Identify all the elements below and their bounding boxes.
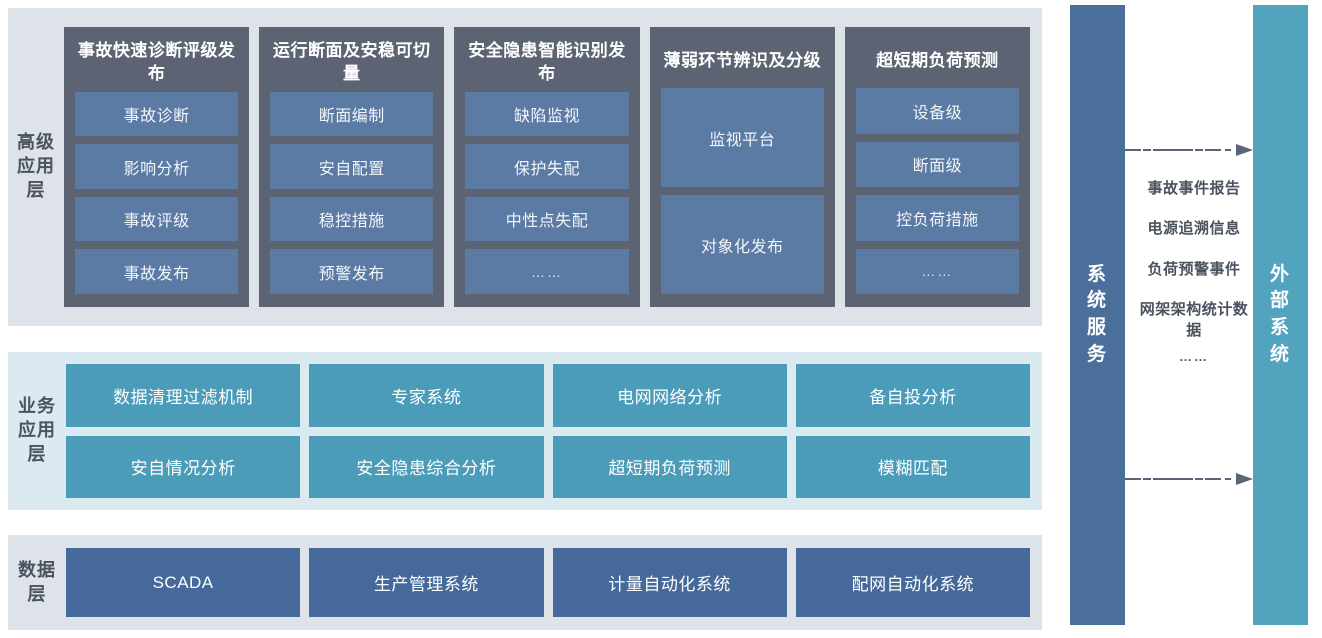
data-source-item[interactable]: 生产管理系统 [309, 548, 544, 617]
flow-label-more: …… [1179, 349, 1209, 365]
app-card-title: 运行断面及安稳可切量 [273, 41, 431, 83]
data-source-item[interactable]: 计量自动化系统 [552, 548, 787, 617]
flow-arrow-bottom-icon [1125, 473, 1253, 485]
app-item[interactable]: 监视平台 [660, 88, 824, 187]
flow-arrow-top-icon [1125, 144, 1253, 156]
system-service-column[interactable]: 系统服务 [1070, 5, 1125, 625]
app-card-title: 薄弱环节辨识及分级 [663, 50, 821, 70]
app-item[interactable]: 稳控措施 [270, 196, 434, 242]
app-item[interactable]: 对象化发布 [660, 195, 824, 294]
app-card-title: 事故快速诊断评级发布 [77, 41, 236, 83]
dashed-line [1125, 478, 1231, 480]
layer-label-advanced: 高级应用层 [17, 132, 55, 200]
app-card-item-list: 监视平台 对象化发布 [660, 88, 824, 294]
business-item[interactable]: 数据清理过滤机制 [66, 364, 301, 427]
layer-body-data: SCADA 生产管理系统 计量自动化系统 配网自动化系统 [66, 535, 1042, 630]
app-item[interactable]: 保护失配 [465, 144, 629, 189]
flow-label: 网架架构统计数据 [1139, 300, 1249, 340]
app-card-item-list: 缺陷监视 保护失配 中性点失配 …… [465, 91, 629, 294]
flow-label: 电源追溯信息 [1147, 220, 1241, 238]
data-source-item[interactable]: 配网自动化系统 [795, 548, 1030, 617]
app-card-load-forecast[interactable]: 超短期负荷预测 设备级 断面级 控负荷措施 …… [844, 27, 1031, 307]
layer-label-business: 业务应用层 [18, 396, 56, 464]
app-item[interactable]: 中性点失配 [465, 196, 629, 242]
app-item-more[interactable]: …… [855, 248, 1020, 294]
app-card-title: 超短期负荷预测 [876, 50, 999, 70]
app-card-section-stability[interactable]: 运行断面及安稳可切量 断面编制 安自配置 稳控措施 预警发布 [259, 27, 445, 307]
business-item[interactable]: 模糊匹配 [795, 435, 1030, 498]
advanced-card-row: 事故快速诊断评级发布 事故诊断 影响分析 事故评级 事故发布 运行断面及安稳可切… [64, 8, 1042, 326]
flow-label: 事故事件报告 [1147, 180, 1241, 197]
app-card-title: 安全隐患智能识别发布 [468, 41, 626, 83]
layer-body-advanced: 事故快速诊断评级发布 事故诊断 影响分析 事故评级 事故发布 运行断面及安稳可切… [64, 8, 1042, 326]
data-item-grid: SCADA 生产管理系统 计量自动化系统 配网自动化系统 [66, 535, 1042, 630]
data-source-item[interactable]: SCADA [66, 548, 301, 617]
app-item[interactable]: 影响分析 [75, 144, 239, 189]
layer-business-application: 业务应用层 数据清理过滤机制 专家系统 电网网络分析 备自投分析 安自情况分析 … [8, 352, 1042, 510]
app-item[interactable]: 断面级 [855, 141, 1020, 187]
app-item[interactable]: 事故诊断 [75, 91, 239, 137]
business-item[interactable]: 备自投分析 [795, 364, 1030, 427]
app-card-item-list: 事故诊断 影响分析 事故评级 事故发布 [75, 91, 239, 294]
app-item-more[interactable]: …… [465, 249, 629, 294]
business-item[interactable]: 安自情况分析 [66, 435, 301, 498]
app-item[interactable]: 断面编制 [270, 91, 434, 137]
flow-label-list: 事故事件报告 电源追溯信息 负荷预警事件 网架架构统计数据 …… [1134, 178, 1254, 367]
app-card-item-list: 设备级 断面级 控负荷措施 …… [855, 88, 1020, 294]
layer-data: 数据层 SCADA 生产管理系统 计量自动化系统 配网自动化系统 [8, 535, 1042, 630]
external-system-column[interactable]: 外部系统 [1253, 5, 1308, 625]
app-item[interactable]: 设备级 [855, 88, 1020, 134]
arrowhead-right-icon [1236, 144, 1253, 156]
layer-stack: 高级应用层 事故快速诊断评级发布 事故诊断 影响分析 事故评级 事故发布 运行断… [8, 8, 1042, 630]
arrowhead-right-icon [1236, 473, 1253, 485]
business-item[interactable]: 超短期负荷预测 [552, 435, 787, 498]
app-card-item-list: 断面编制 安自配置 稳控措施 预警发布 [270, 91, 434, 294]
integration-panel: 系统服务 外部系统 事故事件报告 电源追溯信息 负荷预警事件 网架架构统计数据 … [1060, 0, 1322, 638]
app-card-hazard-identification[interactable]: 安全隐患智能识别发布 缺陷监视 保护失配 中性点失配 …… [454, 27, 640, 307]
app-item[interactable]: 预警发布 [270, 249, 434, 294]
layer-advanced-application: 高级应用层 事故快速诊断评级发布 事故诊断 影响分析 事故评级 事故发布 运行断… [8, 8, 1042, 326]
flow-label: 负荷预警事件 [1147, 260, 1241, 278]
app-item[interactable]: 事故发布 [75, 249, 239, 294]
system-service-label: 系统服务 [1086, 263, 1108, 365]
dashed-line [1125, 149, 1231, 151]
business-item[interactable]: 安全隐患综合分析 [309, 435, 544, 498]
business-item[interactable]: 专家系统 [309, 364, 544, 427]
app-item[interactable]: 安自配置 [270, 144, 434, 189]
external-system-label: 外部系统 [1269, 263, 1291, 365]
app-item[interactable]: 缺陷监视 [465, 91, 629, 137]
layer-body-business: 数据清理过滤机制 专家系统 电网网络分析 备自投分析 安自情况分析 安全隐患综合… [66, 352, 1042, 510]
business-item[interactable]: 电网网络分析 [552, 364, 787, 427]
app-item[interactable]: 控负荷措施 [855, 195, 1020, 241]
business-item-grid: 数据清理过滤机制 专家系统 电网网络分析 备自投分析 安自情况分析 安全隐患综合… [66, 352, 1042, 510]
layer-label-data: 数据层 [18, 559, 56, 604]
app-item[interactable]: 事故评级 [75, 196, 239, 242]
app-card-accident-diagnosis[interactable]: 事故快速诊断评级发布 事故诊断 影响分析 事故评级 事故发布 [64, 27, 250, 307]
app-card-weak-link-grading[interactable]: 薄弱环节辨识及分级 监视平台 对象化发布 [649, 27, 835, 307]
